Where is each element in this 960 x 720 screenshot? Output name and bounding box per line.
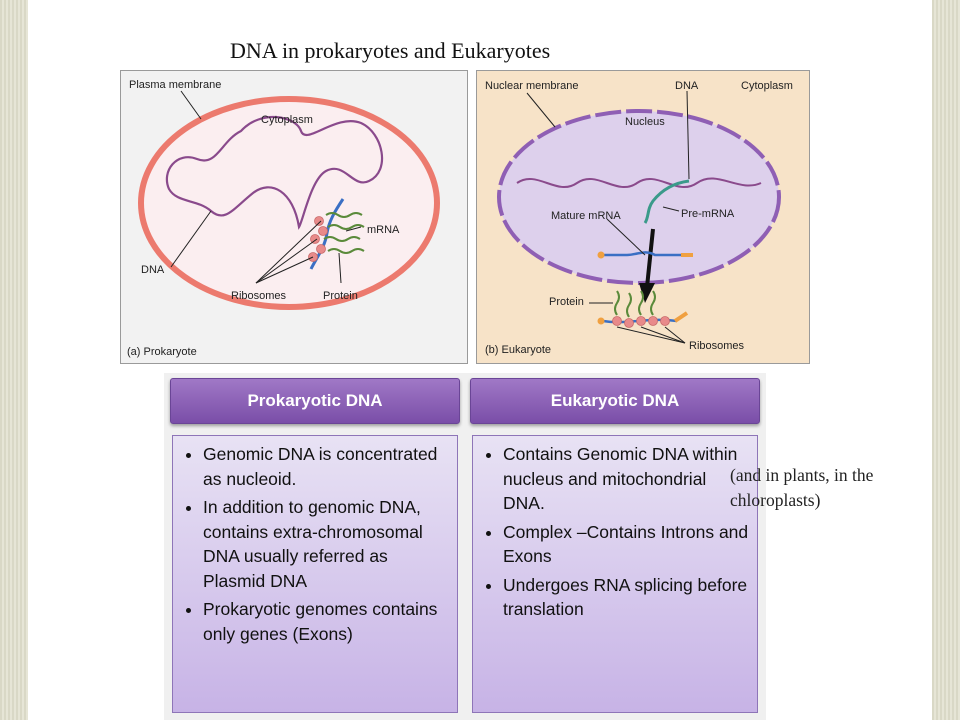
ribosome-group — [308, 216, 328, 262]
label-plasma-membrane: Plasma membrane — [129, 79, 221, 91]
label-eukaryote-ribosomes: Ribosomes — [689, 340, 745, 352]
list-item: Undergoes RNA splicing before translatio… — [503, 573, 749, 622]
leader-lines — [170, 90, 362, 284]
export-arrowhead — [639, 283, 655, 303]
eukaryotic-column: Contains Genomic DNA within nucleus and … — [472, 435, 758, 713]
export-arrow — [645, 228, 655, 288]
label-cytoplasm: Cytoplasm — [261, 114, 313, 126]
prokaryotic-list: Genomic DNA is concentrated as nucleoid.… — [181, 442, 449, 646]
label-dna: DNA — [141, 264, 165, 276]
cyto-poly-a-tail — [673, 311, 689, 323]
eukaryote-protein-chains — [614, 290, 656, 318]
eukaryote-svg: Nuclear membrane DNA Cytoplasm Nucleus M… — [485, 80, 793, 356]
caption-prokaryote: (a) Prokaryote — [127, 346, 197, 358]
label-nucleus: Nucleus — [625, 116, 665, 128]
mature-mrna — [603, 251, 683, 257]
eukaryotic-header: Eukaryotic DNA — [470, 378, 760, 424]
right-border-stripe — [932, 0, 960, 720]
chloroplast-note: (and in plants, in the chloroplasts) — [730, 465, 874, 510]
prokaryotic-column: Genomic DNA is concentrated as nucleoid.… — [172, 435, 458, 713]
prokaryotic-header: Prokaryotic DNA — [170, 378, 460, 424]
label-protein: Protein — [323, 290, 358, 302]
slide-title: DNA in prokaryotes and Eukaryotes — [230, 38, 551, 63]
prokaryote-svg: Plasma membrane Cytoplasm mRNA DNA Ribos… — [127, 79, 440, 358]
label-mrna: mRNA — [367, 224, 400, 236]
left-border-stripe — [0, 0, 28, 720]
mrna-cap — [597, 251, 605, 259]
eukaryote-ribosomes — [612, 316, 670, 328]
list-item: Prokaryotic genomes contains only genes … — [203, 597, 449, 646]
eukaryote-leader-lines — [526, 90, 690, 344]
plasma-membrane — [138, 96, 440, 310]
eukaryotic-list: Contains Genomic DNA within nucleus and … — [481, 442, 749, 622]
label-eukaryote-cytoplasm: Cytoplasm — [741, 80, 793, 92]
nucleoid-dna — [165, 116, 384, 230]
prokaryote-diagram: Plasma membrane Cytoplasm mRNA DNA Ribos… — [120, 70, 468, 364]
label-eukaryote-protein: Protein — [549, 296, 584, 308]
list-item: Genomic DNA is concentrated as nucleoid. — [203, 442, 449, 491]
nucleus-envelope — [497, 109, 781, 285]
label-mature-mrna: Mature mRNA — [551, 210, 621, 222]
label-nuclear-membrane: Nuclear membrane — [485, 80, 579, 92]
list-item: Complex –Contains Introns and Exons — [503, 520, 749, 569]
caption-eukaryote: (b) Eukaryote — [485, 344, 551, 356]
pre-mrna — [643, 179, 690, 224]
nuclear-dna — [516, 177, 762, 189]
label-pre-mrna: Pre-mRNA — [681, 208, 735, 220]
protein-chains — [323, 212, 365, 254]
comparison-table: Prokaryotic DNA Eukaryotic DNA Genomic D… — [164, 373, 766, 720]
label-ribosomes: Ribosomes — [231, 290, 287, 302]
label-eukaryote-dna: DNA — [675, 80, 699, 92]
list-item: In addition to genomic DNA, contains ext… — [203, 495, 449, 593]
eukaryote-diagram: Nuclear membrane DNA Cytoplasm Nucleus M… — [476, 70, 810, 364]
list-item: Contains Genomic DNA within nucleus and … — [503, 442, 749, 516]
cyto-mrna-cap — [597, 317, 605, 325]
